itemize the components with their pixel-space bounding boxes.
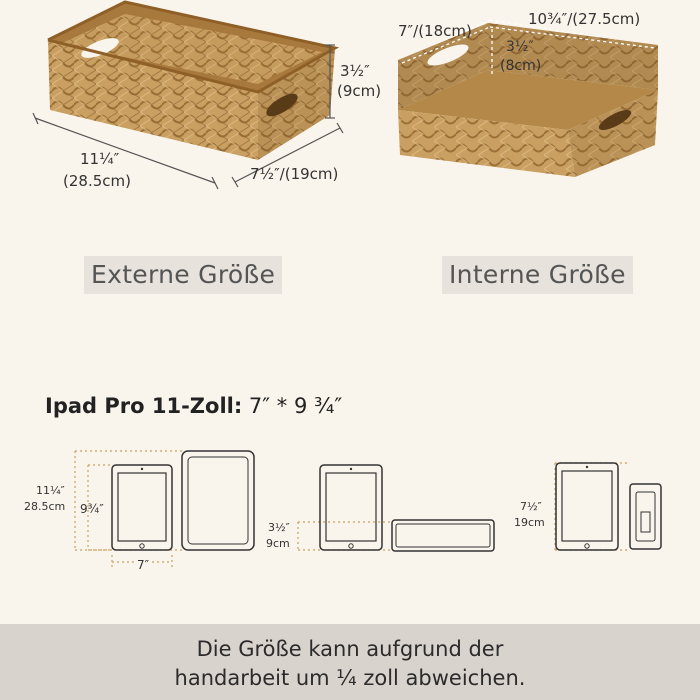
internal-basket-image: [398, 23, 658, 177]
footer-line-2: handarbeit um ¼ zoll abweichen.: [174, 666, 526, 690]
ipad-heading: Ipad Pro 11-Zoll: 7″ * 9 ¾″: [45, 392, 342, 420]
external-length-cm-label: (28.5cm): [63, 172, 131, 190]
external-width-label: 7½″/(19cm): [250, 165, 339, 183]
footer-line-1: Die Größe kann aufgrund der: [196, 637, 504, 661]
external-height-label: 3½″: [340, 62, 370, 80]
basket-height-label: 3½″: [268, 521, 290, 534]
basket-height-cm-label: 9cm: [266, 537, 290, 550]
basket-width-label: 7½″: [520, 500, 542, 513]
external-basket-image: [47, 0, 340, 160]
internal-width-label: 7″/(18cm): [398, 22, 472, 40]
internal-size-label: Interne Größe: [442, 256, 633, 294]
ipad-height-label: 9¾″: [80, 502, 104, 516]
internal-length-label: 10¾″/(27.5cm): [528, 10, 641, 28]
outer-height-label: 11¼″: [36, 484, 65, 497]
ipad-heading-bold: Ipad Pro 11-Zoll:: [45, 394, 243, 418]
ipad-width-label: 7″: [135, 558, 152, 572]
external-length-label: 11¼″: [80, 150, 120, 168]
ipad-heading-dimensions: 7″ * 9 ¾″: [242, 394, 343, 418]
comparison-diagrams: [74, 450, 662, 568]
internal-height-cm-label: (8cm): [500, 58, 542, 74]
internal-height-label: 3½″: [506, 39, 534, 55]
external-height-cm-label: (9cm): [337, 82, 382, 100]
outer-height-cm-label: 28.5cm: [24, 500, 66, 513]
external-size-label: Externe Größe: [84, 256, 283, 294]
basket-width-cm-label: 19cm: [514, 516, 545, 529]
footer-banner: Die Größe kann aufgrund der handarbeit u…: [0, 624, 700, 700]
